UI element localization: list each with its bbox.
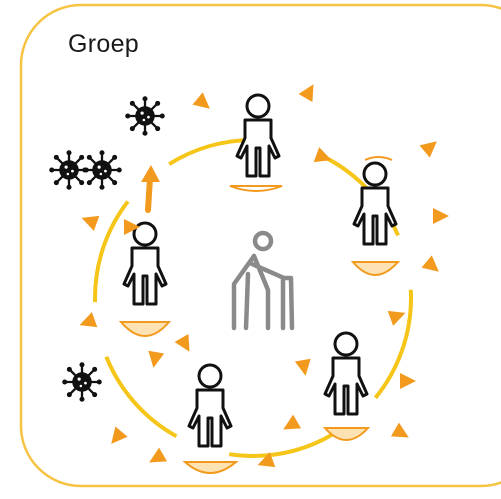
group-label: Groep	[68, 30, 139, 58]
group-member-top	[235, 93, 281, 178]
group-member-bottom	[187, 363, 233, 448]
group-frame	[19, 3, 501, 488]
upward-spread-arrow	[141, 165, 160, 213]
contact-glow-arcs	[118, 156, 401, 474]
elderly-person-with-walker-icon	[231, 230, 295, 331]
virus-icon	[124, 95, 166, 137]
group-member-bottom-right	[323, 331, 369, 416]
group-member-left	[122, 221, 168, 306]
virus-icon	[61, 361, 103, 403]
virus-icon	[81, 149, 123, 191]
group-member-right	[352, 161, 398, 246]
